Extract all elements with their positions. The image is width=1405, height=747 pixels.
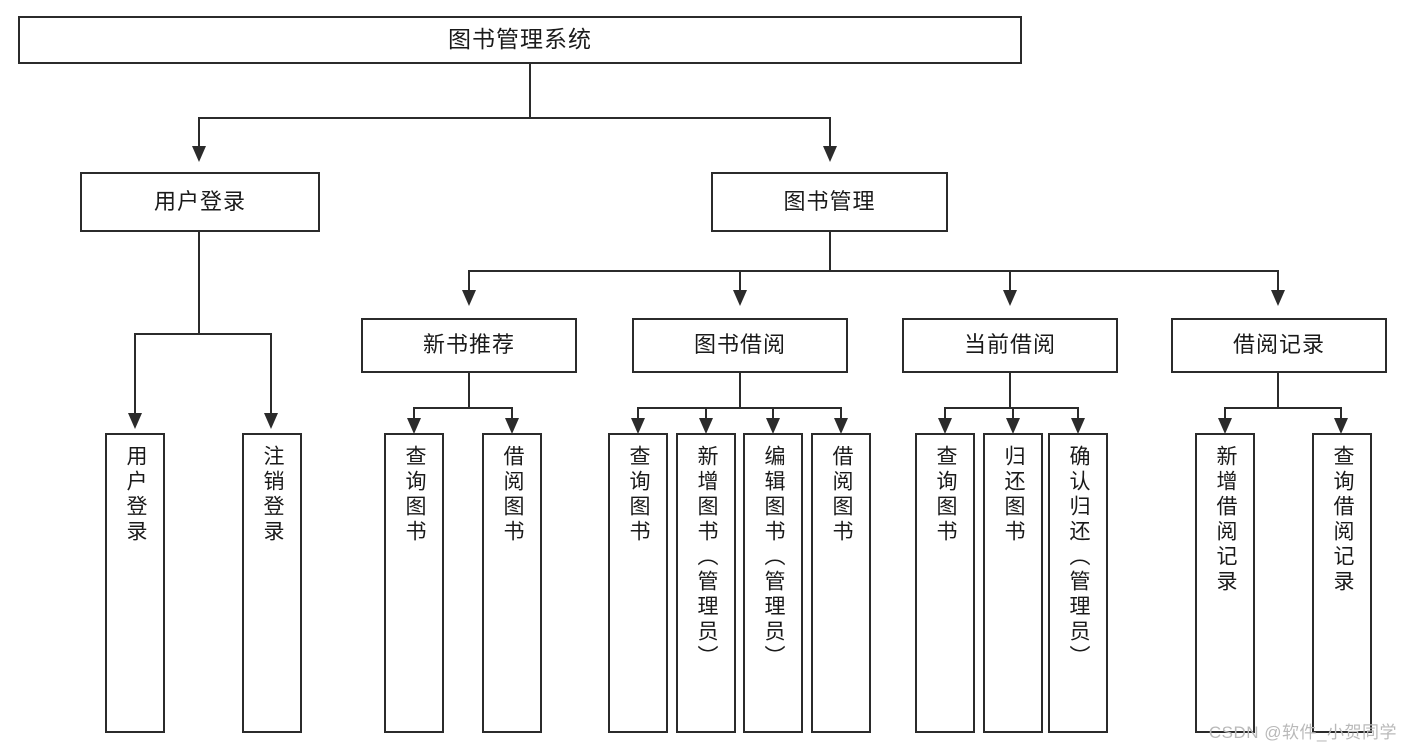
- node-label: 图书管理系统: [448, 26, 592, 53]
- connector-book-borrow-branch-3: [772, 407, 774, 421]
- node-borrow-record[interactable]: 借阅记录: [1171, 318, 1387, 373]
- connector-current-borrow-branch-1: [944, 407, 946, 421]
- arrow-to-new-book-recommend: [462, 290, 476, 306]
- arrow-to-book-mgmt: [823, 146, 837, 162]
- arrow-to-user-login: [192, 146, 206, 162]
- leaf-current-borrow-query[interactable]: 查询图书: [915, 433, 975, 733]
- connector-root-to-book-mgmt: [829, 117, 831, 148]
- connector-new-book-bar: [413, 407, 512, 409]
- connector-book-borrow-branch-2: [705, 407, 707, 421]
- connector-new-book-trunk: [468, 373, 470, 409]
- connector-book-mgmt-bar: [468, 270, 1279, 272]
- leaf-label: 注销登录: [261, 445, 285, 545]
- connector-book-borrow-branch-1: [637, 407, 639, 421]
- arrow-to-book-borrow: [733, 290, 747, 306]
- node-user-login[interactable]: 用户登录: [80, 172, 320, 232]
- connector-book-borrow-branch-4: [840, 407, 842, 421]
- arrow-borrow-record-leaf-1: [1218, 418, 1232, 434]
- connector-book-mgmt-branch-2: [739, 270, 741, 292]
- connector-user-login-bar: [134, 333, 272, 335]
- leaf-book-borrow-edit[interactable]: 编辑图书（管理员）: [743, 433, 803, 733]
- leaf-label: 查询图书: [627, 445, 651, 545]
- connector-borrow-record-bar: [1224, 407, 1342, 409]
- node-root-system[interactable]: 图书管理系统: [18, 16, 1022, 64]
- arrow-book-borrow-leaf-4: [834, 418, 848, 434]
- node-current-borrow[interactable]: 当前借阅: [902, 318, 1118, 373]
- node-label: 借阅记录: [1232, 332, 1325, 358]
- leaf-label: 借阅图书: [501, 445, 525, 545]
- leaf-label: 编辑图书（管理员）: [762, 445, 786, 670]
- node-label: 当前借阅: [963, 332, 1056, 358]
- arrow-borrow-record-leaf-2: [1334, 418, 1348, 434]
- connector-root-bar: [198, 117, 831, 119]
- arrow-to-borrow-record: [1271, 290, 1285, 306]
- node-label: 新书推荐: [422, 332, 515, 358]
- leaf-current-borrow-confirm-return[interactable]: 确认归还（管理员）: [1048, 433, 1108, 733]
- node-book-management[interactable]: 图书管理: [711, 172, 948, 232]
- connector-book-borrow-bar: [637, 407, 841, 409]
- arrow-user-login-leaf-2: [264, 413, 278, 429]
- leaf-label: 确认归还（管理员）: [1067, 445, 1091, 670]
- arrow-book-borrow-leaf-3: [766, 418, 780, 434]
- connector-current-borrow-bar: [944, 407, 1078, 409]
- connector-user-login-trunk: [198, 232, 200, 334]
- connector-borrow-record-trunk: [1277, 373, 1279, 409]
- connector-user-login-branch-1: [134, 333, 136, 415]
- arrow-user-login-leaf-1: [128, 413, 142, 429]
- leaf-label: 借阅图书: [830, 445, 854, 545]
- leaf-book-borrow-borrow[interactable]: 借阅图书: [811, 433, 871, 733]
- leaf-new-book-borrow[interactable]: 借阅图书: [482, 433, 542, 733]
- arrow-current-borrow-leaf-1: [938, 418, 952, 434]
- connector-user-login-branch-2: [270, 333, 272, 415]
- connector-borrow-record-branch-2: [1340, 407, 1342, 421]
- connector-new-book-branch-2: [511, 407, 513, 421]
- arrow-new-book-leaf-1: [407, 418, 421, 434]
- connector-root-trunk: [529, 64, 531, 118]
- connector-new-book-branch-1: [413, 407, 415, 421]
- leaf-label: 查询借阅记录: [1331, 445, 1355, 595]
- node-label: 图书管理: [783, 188, 876, 214]
- arrow-book-borrow-leaf-1: [631, 418, 645, 434]
- connector-borrow-record-branch-1: [1224, 407, 1226, 421]
- leaf-user-login-login[interactable]: 用户登录: [105, 433, 165, 733]
- leaf-label: 新增借阅记录: [1214, 445, 1238, 595]
- arrow-book-borrow-leaf-2: [699, 418, 713, 434]
- leaf-borrow-record-add[interactable]: 新增借阅记录: [1195, 433, 1255, 733]
- leaf-book-borrow-query[interactable]: 查询图书: [608, 433, 668, 733]
- connector-current-borrow-branch-2: [1012, 407, 1014, 421]
- leaf-label: 新增图书（管理员）: [695, 445, 719, 670]
- leaf-borrow-record-query[interactable]: 查询借阅记录: [1312, 433, 1372, 733]
- node-book-borrow[interactable]: 图书借阅: [632, 318, 848, 373]
- leaf-label: 归还图书: [1002, 445, 1026, 545]
- arrow-new-book-leaf-2: [505, 418, 519, 434]
- arrow-current-borrow-leaf-3: [1071, 418, 1085, 434]
- leaf-user-login-logout[interactable]: 注销登录: [242, 433, 302, 733]
- connector-current-borrow-trunk: [1009, 373, 1011, 409]
- leaf-book-borrow-add[interactable]: 新增图书（管理员）: [676, 433, 736, 733]
- node-label: 图书借阅: [693, 332, 786, 358]
- connector-book-mgmt-branch-1: [468, 270, 470, 292]
- connector-book-mgmt-branch-3: [1009, 270, 1011, 292]
- leaf-label: 用户登录: [124, 445, 148, 545]
- node-new-book-recommend[interactable]: 新书推荐: [361, 318, 577, 373]
- connector-root-to-user-login: [198, 117, 200, 148]
- connector-book-mgmt-trunk: [829, 232, 831, 272]
- connector-current-borrow-branch-3: [1077, 407, 1079, 421]
- connector-book-borrow-trunk: [739, 373, 741, 409]
- leaf-label: 查询图书: [934, 445, 958, 545]
- leaf-new-book-query[interactable]: 查询图书: [384, 433, 444, 733]
- leaf-current-borrow-return[interactable]: 归还图书: [983, 433, 1043, 733]
- arrow-to-current-borrow: [1003, 290, 1017, 306]
- node-label: 用户登录: [153, 188, 246, 214]
- arrow-current-borrow-leaf-2: [1006, 418, 1020, 434]
- leaf-label: 查询图书: [403, 445, 427, 545]
- connector-book-mgmt-branch-4: [1277, 270, 1279, 292]
